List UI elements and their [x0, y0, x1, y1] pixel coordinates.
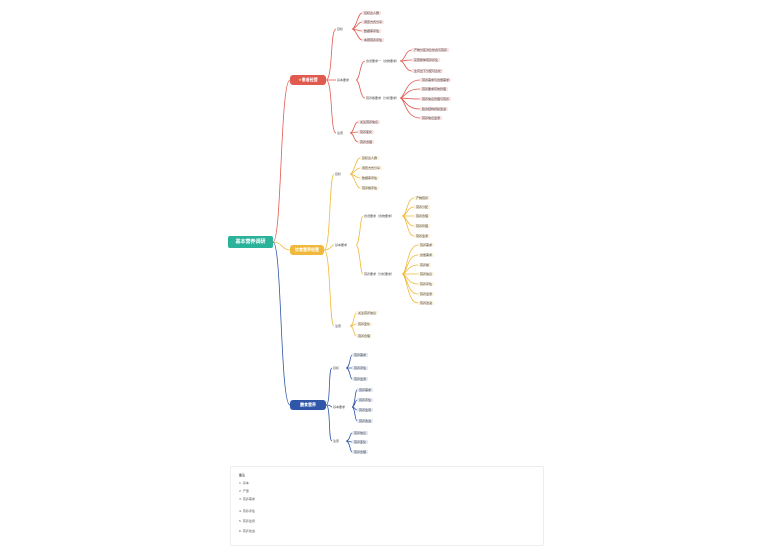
list-item[interactable]: 营养改进 — [418, 301, 435, 305]
list-item[interactable]: 营养监测 — [418, 292, 435, 296]
list-item[interactable]: 营养需求 — [418, 243, 435, 247]
branch-label: 患者经营 — [301, 77, 318, 82]
list-item[interactable]: 关注营养信息 — [358, 120, 381, 124]
notes-line: 3. 营养需求 — [239, 497, 255, 501]
b1-subgroup-1[interactable]: 食谱要求一（食物要求） — [366, 59, 400, 63]
list-item[interactable]: 目标达人群 — [362, 11, 382, 15]
b3-group-goal[interactable]: 目标 — [333, 366, 340, 370]
list-item[interactable]: 本研营养评估 — [362, 38, 385, 42]
connector-root-branch-2 — [272, 241, 291, 251]
list-item[interactable]: 营养信息监测 — [420, 116, 443, 120]
notes-line: 1. 基本 — [239, 481, 249, 485]
connector-root-branch-3 — [272, 241, 291, 406]
branch-topic-3[interactable]: 膳食营养 — [290, 400, 326, 410]
notes-line: 5. 营养监测 — [239, 519, 255, 523]
connector-b1-goal — [325, 28, 337, 81]
list-item[interactable]: 数据库评估 — [360, 176, 380, 180]
list-item[interactable]: 目标达人群 — [360, 156, 380, 160]
list-item[interactable]: 营养合理 — [414, 214, 431, 218]
b2-subgroup-2[interactable]: 营养要求（分析要求） — [364, 272, 395, 276]
branch-label: 膳食营养 — [300, 402, 316, 407]
root-topic[interactable]: 基本营养调研 — [228, 236, 273, 248]
b1-group-goal[interactable]: 目标 — [337, 27, 344, 31]
branch-label: 饮食营养经营 — [295, 247, 319, 252]
list-item[interactable]: 产物营养 — [414, 196, 431, 200]
list-item[interactable]: 营养评估 — [352, 366, 369, 370]
list-item[interactable]: 营养改进 — [357, 419, 374, 423]
b1-group-requirements[interactable]: 基本要求 — [337, 78, 350, 82]
b3-group-requirements[interactable]: 基本要求 — [333, 405, 346, 409]
list-item[interactable]: 营养管理 — [414, 224, 431, 228]
connector-root-branch-1 — [272, 79, 291, 243]
b2-group-requirements[interactable]: 基本要求 — [335, 243, 348, 247]
list-item[interactable]: 营养监测 — [352, 377, 369, 381]
list-item[interactable]: 营养信息 — [352, 431, 369, 435]
list-item[interactable]: 营养餐 — [418, 263, 432, 267]
notes-title: 备注 — [239, 473, 246, 477]
list-item[interactable]: 实现整体营养养生 — [412, 58, 441, 62]
list-item[interactable]: 营养变化 — [356, 322, 373, 326]
list-item[interactable]: 营养监测 — [357, 408, 374, 412]
star-icon: ★ — [298, 77, 302, 82]
b3-group-notes[interactable]: 注意 — [333, 439, 340, 443]
list-item[interactable]: 膳食结构持续改进 — [420, 107, 449, 111]
list-item[interactable]: 营养需求 — [357, 388, 374, 392]
list-item[interactable]: 生育出下分配可达化 — [412, 69, 444, 73]
list-item[interactable]: 食量需求 — [418, 253, 435, 257]
list-item[interactable]: 营养变化 — [358, 130, 375, 134]
b2-subgroup-1[interactable]: 食谱要求（食物要求） — [364, 214, 395, 218]
list-item[interactable]: 营养合理 — [356, 334, 373, 338]
b1-subgroup-2[interactable]: 营养餐要求（分析要求） — [366, 96, 400, 100]
list-item[interactable]: 营养合理 — [358, 140, 375, 144]
list-item[interactable]: 营养分配 — [414, 205, 431, 209]
list-item[interactable]: 营养监测 — [414, 234, 431, 238]
branch-topic-1[interactable]: ★患者经营 — [290, 75, 326, 85]
list-item[interactable]: 营养评估 — [418, 282, 435, 286]
list-item[interactable]: 营养合理 — [352, 450, 369, 454]
list-item[interactable]: 调查方式分享 — [360, 166, 383, 170]
list-item[interactable]: 营养需求 — [352, 353, 369, 357]
list-item[interactable]: 营养信息管理与营养 — [420, 97, 452, 101]
notes-line: 2. 产量 — [239, 489, 249, 493]
list-item[interactable]: 调查方式分享 — [362, 20, 385, 24]
list-item[interactable]: 营养需求与食量需求 — [420, 78, 452, 82]
notes-panel: 备注 1. 基本 2. 产量 3. 营养需求 4. 营养评估 5. 营养监测 6… — [230, 466, 544, 546]
list-item[interactable]: 营养信息 — [418, 272, 435, 276]
list-item[interactable]: 营养变化 — [352, 440, 369, 444]
connector-b1-note — [325, 79, 337, 134]
list-item[interactable]: 产物分区对比饮食与营养 — [412, 48, 450, 52]
list-item[interactable]: 营养评估 — [357, 398, 374, 402]
notes-line: 4. 营养评估 — [239, 509, 255, 513]
notes-line: 6. 营养改进 — [239, 529, 255, 533]
branch-topic-2[interactable]: 饮食营养经营 — [290, 245, 324, 255]
b1-group-notes[interactable]: 注意 — [337, 131, 344, 135]
list-item[interactable]: 关注营养信息 — [356, 311, 379, 315]
list-item[interactable]: 营养要求有效管理 — [420, 87, 449, 91]
b2-group-goal[interactable]: 目标 — [335, 172, 342, 176]
list-item[interactable]: 数据库评估 — [362, 29, 382, 33]
list-item[interactable]: 营养餐评估 — [360, 186, 380, 190]
b2-group-notes[interactable]: 注意 — [335, 324, 342, 328]
